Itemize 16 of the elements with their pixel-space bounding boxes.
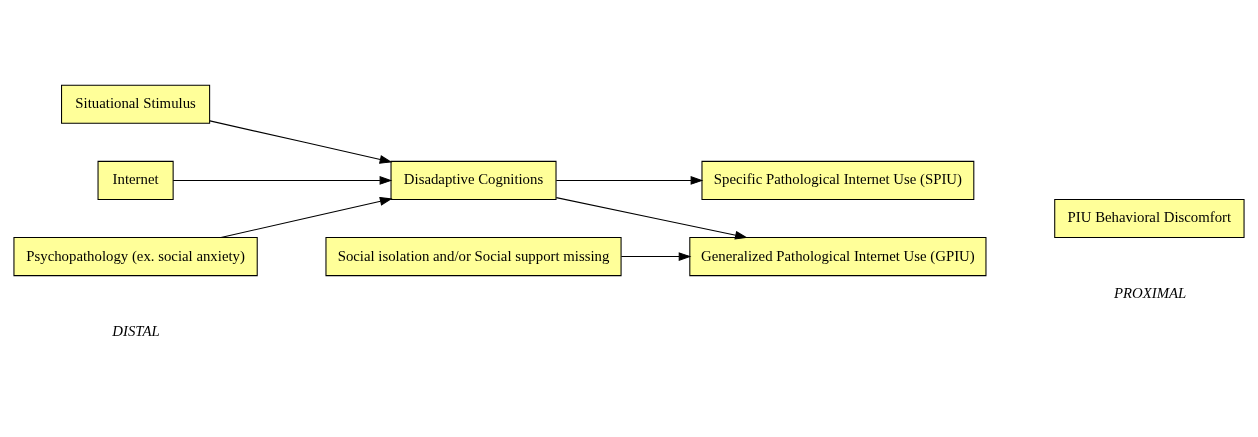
arrow [209,120,393,164]
node-box: Specific Pathological Internet Use (SPIU) [701,160,975,200]
node-box: Disadaptive Cognitions [390,160,557,200]
label: PROXIMAL [1113,284,1187,301]
node-box: Internet [97,160,174,200]
node-box: Situational Stimulus [61,84,211,124]
arrow [220,197,393,238]
arrow [172,175,393,185]
arrow [620,252,692,262]
node-box: PIU Behavioral Discomfort [1054,198,1245,239]
node-box: Psychopathology (ex. social anxiety) [13,237,258,277]
node-box: Generalized Pathological Internet Use (GPIU) [689,237,987,277]
arrow [555,197,748,240]
node-box: Social isolation and/or Social support missing [325,237,622,277]
label: DISTAL [112,322,160,339]
arrow [555,175,704,185]
